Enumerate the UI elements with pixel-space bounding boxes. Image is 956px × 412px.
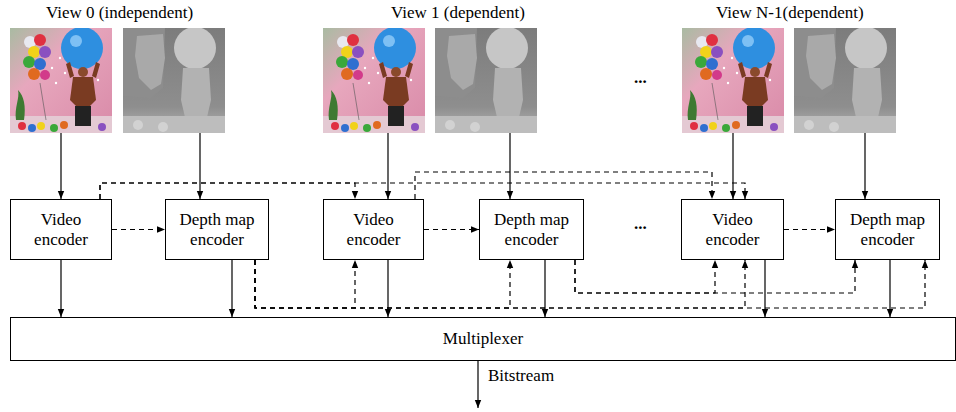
- depth-image: [123, 27, 225, 133]
- stream-arrow: [764, 260, 765, 317]
- dependency-arrow: [255, 260, 355, 308]
- view-image: [682, 27, 784, 133]
- depth-image: [435, 27, 537, 133]
- video-encoder-box: Video encoder: [10, 199, 112, 260]
- depth-image: [794, 27, 896, 133]
- input-arrow: [199, 133, 200, 199]
- dependency-arrow: [424, 229, 479, 230]
- output-label: Bitstream: [488, 366, 554, 386]
- input-arrow: [60, 133, 61, 199]
- dependency-arrow: [575, 260, 855, 293]
- input-arrow: [864, 133, 865, 199]
- ellipsis: ...: [634, 68, 647, 88]
- box-label: Depth map encoder: [847, 210, 929, 249]
- dependency-arrow: [255, 260, 510, 308]
- depth-encoder-box: Depth map encoder: [165, 199, 269, 260]
- multiplexer-box: Multiplexer: [10, 317, 956, 361]
- dependency-arrow: [255, 260, 745, 308]
- stream-arrow: [60, 260, 61, 317]
- dependency-arrow: [100, 183, 355, 199]
- ellipsis: ...: [634, 214, 647, 234]
- video-encoder-box: Video encoder: [323, 199, 424, 260]
- view-title: View 0 (independent): [46, 3, 193, 23]
- stream-arrow: [387, 260, 388, 317]
- dependency-arrow: [112, 229, 165, 230]
- input-arrow: [732, 133, 733, 199]
- dependency-arrow: [415, 172, 712, 199]
- stream-arrow: [889, 260, 890, 317]
- stream-arrow: [544, 260, 545, 317]
- box-label: Multiplexer: [443, 329, 523, 349]
- box-label: Video encoder: [21, 210, 101, 249]
- box-label: Depth map encoder: [176, 210, 258, 249]
- dependency-arrow: [575, 260, 715, 293]
- depth-encoder-box: Depth map encoder: [835, 199, 940, 260]
- dependency-arrow: [100, 183, 745, 199]
- box-label: Video encoder: [693, 210, 773, 249]
- dependency-arrow: [784, 229, 835, 230]
- depth-encoder-box: Depth map encoder: [479, 199, 584, 260]
- view-image: [10, 27, 112, 133]
- stream-arrow: [231, 260, 232, 317]
- video-encoder-box: Video encoder: [681, 199, 784, 260]
- view-title: View N-1(dependent): [716, 3, 864, 23]
- output-arrow: [477, 361, 478, 408]
- box-label: Depth map encoder: [491, 210, 573, 249]
- view-title: View 1 (dependent): [391, 3, 525, 23]
- dependency-arrow: [255, 260, 925, 308]
- input-arrow: [387, 133, 388, 199]
- view-image: [323, 27, 425, 133]
- input-arrow: [509, 133, 510, 199]
- box-label: Video encoder: [334, 210, 414, 249]
